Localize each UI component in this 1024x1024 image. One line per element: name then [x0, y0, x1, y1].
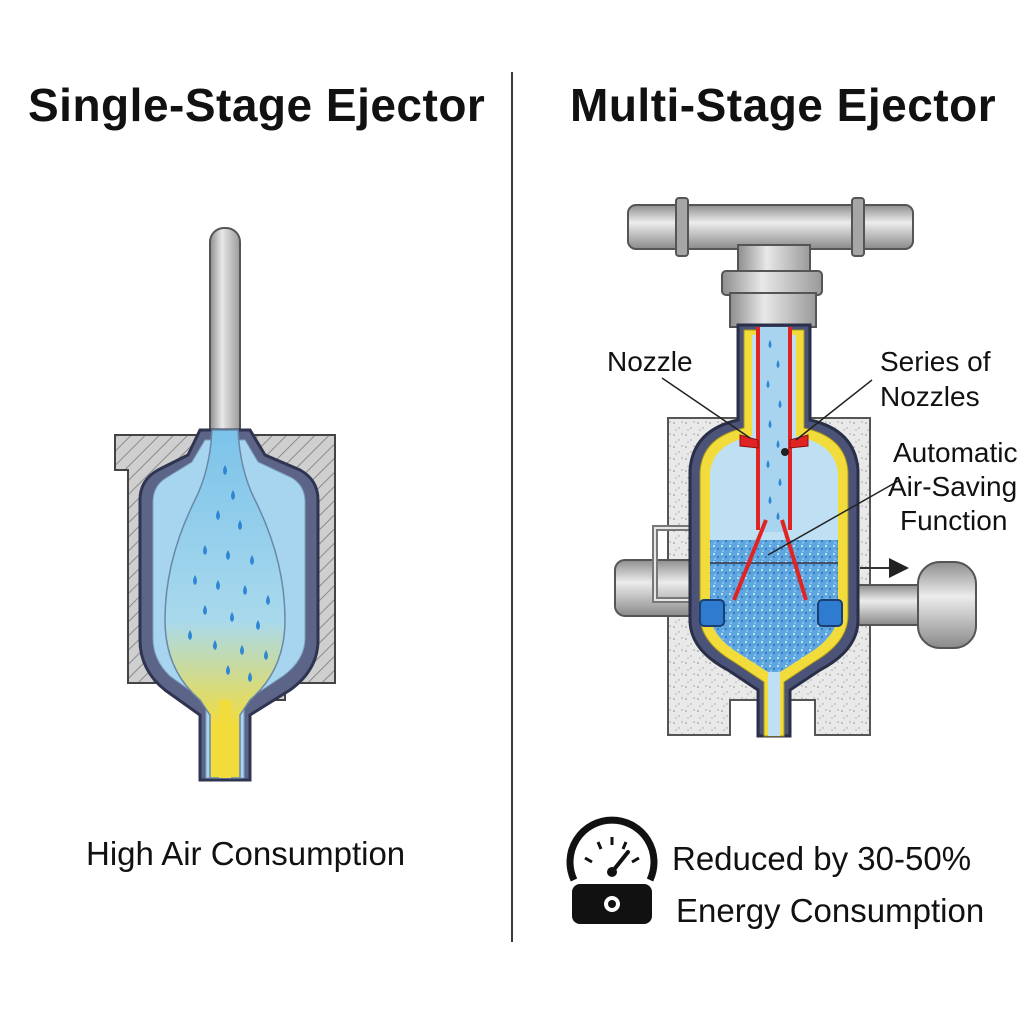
caption-high-air-consumption: High Air Consumption: [86, 835, 406, 872]
caption-reduced: Reduced by 30-50%: [672, 840, 972, 877]
pipe-flange-left: [675, 197, 689, 257]
single-stage-title: Single-Stage Ejector: [28, 79, 486, 131]
label-series-of-nozzles-line2: Nozzles: [880, 381, 980, 412]
nozzle-dot: [781, 448, 789, 456]
leader-series: [795, 379, 873, 441]
label-air-saving-line3: Function: [900, 505, 1008, 536]
column-droplets: [766, 340, 782, 520]
label-air-saving-line2: Air-Saving: [888, 471, 1018, 502]
left-seal-block: [699, 599, 725, 627]
nozzle-right-clip: [789, 434, 809, 449]
multi-stage-title: Multi-Stage Ejector: [570, 79, 997, 131]
panel-divider: [511, 72, 513, 942]
foam-region: [710, 540, 838, 672]
fluid-plume: [164, 429, 286, 779]
label-air-saving-line1: Automatic: [893, 437, 1018, 468]
inlet-rod: [209, 227, 241, 444]
right-seal-block: [817, 599, 843, 627]
gauge-icon: [566, 816, 658, 924]
label-series-of-nozzles-line1: Series of: [880, 346, 991, 377]
jet-left: [732, 519, 768, 601]
label-nozzle: Nozzle: [607, 346, 693, 377]
leader-air-saving: [767, 479, 901, 556]
valve-neck: [737, 244, 811, 274]
valve-collar: [721, 270, 823, 296]
valve-lower: [729, 292, 817, 328]
nozzle-left-clip: [739, 434, 759, 449]
jet-right: [780, 519, 808, 601]
top-pipe: [627, 204, 914, 250]
caption-energy-consumption: Energy Consumption: [676, 892, 985, 929]
outlet-stream: [219, 700, 231, 778]
right-knob: [917, 561, 977, 649]
leader-nozzle: [661, 377, 751, 439]
jet-column: [760, 327, 788, 532]
droplets: [188, 465, 270, 682]
multi-stage-ejector: [614, 197, 977, 738]
single-stage-ejector: [114, 227, 336, 782]
pipe-flange-right: [851, 197, 865, 257]
